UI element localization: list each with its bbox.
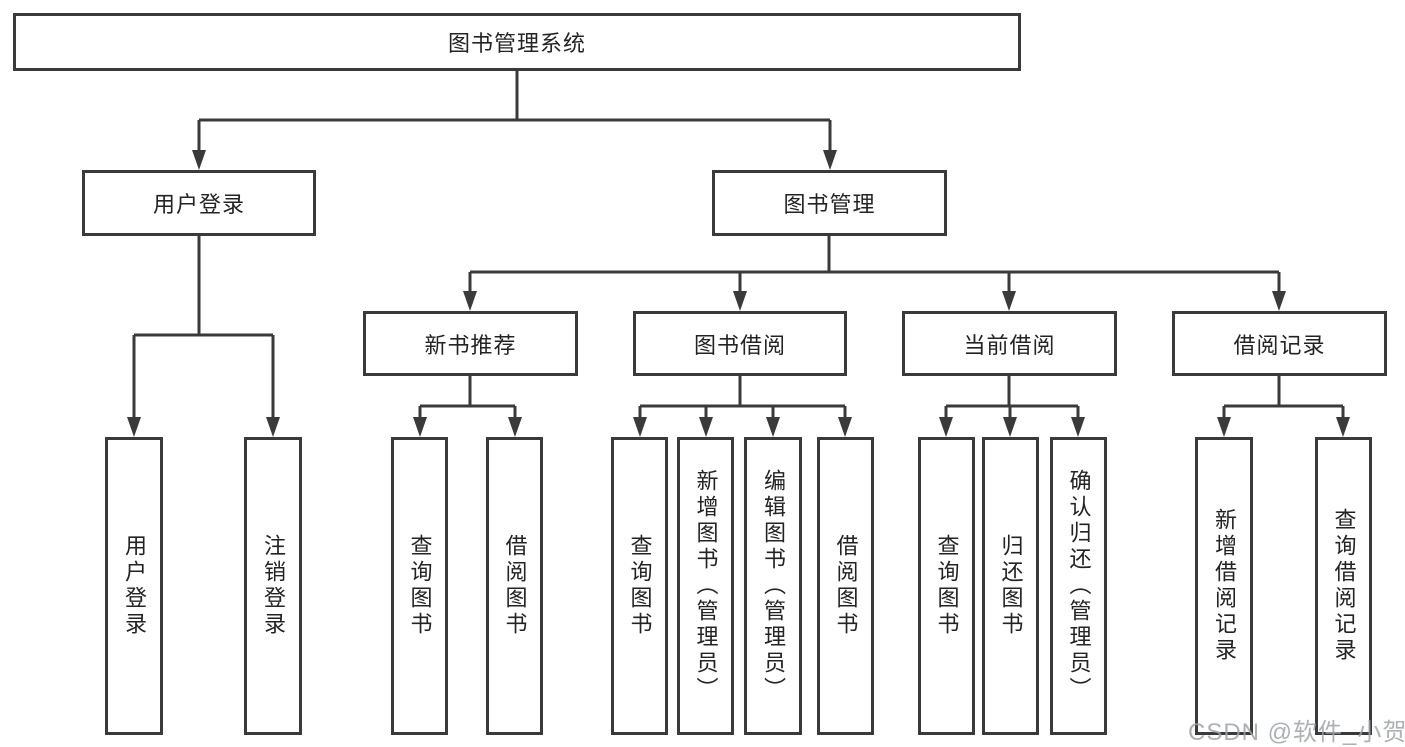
arrowhead-icon (699, 417, 713, 437)
arrowhead-icon (127, 417, 141, 437)
node-label: 确认归还（管理员） (1066, 469, 1092, 703)
connector-root-to-level2 (197, 71, 832, 152)
leaf-add-books-admin: 新增图书（管理员） (677, 437, 734, 735)
leaf-query-borrowing-record: 查询借阅记录 (1315, 437, 1372, 735)
arrowhead-icon (463, 291, 477, 311)
leaf-query-books-under-new-book-rec: 查询图书 (391, 437, 448, 735)
leaf-query-books-under-current-borrowing: 查询图书 (918, 437, 975, 735)
node-label: 图书管理系统 (447, 31, 586, 56)
arrowhead-icon (1002, 291, 1016, 311)
node-book-borrowing: 图书借阅 (633, 311, 847, 376)
connector-current-borrow-children (944, 376, 1080, 419)
node-label: 新书推荐 (424, 332, 517, 358)
leaf-add-borrowing-record: 新增借阅记录 (1195, 437, 1253, 735)
node-borrowing-records: 借阅记录 (1172, 311, 1387, 376)
node-label: 图书管理 (783, 192, 876, 217)
arrowhead-icon (766, 417, 780, 437)
node-label: 图书借阅 (693, 332, 786, 358)
connector-book-borrow-children (638, 376, 847, 419)
arrowhead-icon (266, 417, 280, 437)
arrowhead-icon (1336, 417, 1350, 437)
node-label: 借阅记录 (1233, 332, 1326, 358)
leaf-query-books-under-book-borrowing: 查询图书 (611, 437, 668, 735)
arrowhead-icon (733, 291, 747, 311)
node-library-management-system: 图书管理系统 (13, 13, 1021, 71)
node-label: 新增借阅记录 (1212, 508, 1237, 664)
connector-new-book-rec-children (418, 376, 517, 419)
arrowhead-icon (192, 150, 206, 170)
leaf-borrow-books-under-new-book-rec: 借阅图书 (486, 437, 543, 735)
node-label: 当前借阅 (963, 332, 1056, 358)
arrowhead-icon (633, 417, 647, 437)
csdn-watermark: CSDN @软件_小贺同学 (1188, 719, 1405, 746)
node-label: 用户登录 (122, 534, 147, 638)
node-new-book-recommendation: 新书推荐 (363, 311, 578, 376)
node-label: 查询图书 (627, 534, 653, 638)
connector-book-mgmt-children (468, 236, 1281, 293)
leaf-borrow-books-under-book-borrowing: 借阅图书 (817, 437, 874, 735)
arrowheads (127, 150, 1350, 437)
arrowhead-icon (939, 417, 953, 437)
leaf-confirm-return-admin: 确认归还（管理员） (1050, 437, 1107, 735)
node-current-borrowing: 当前借阅 (902, 311, 1117, 376)
node-label: 查询图书 (407, 534, 433, 638)
arrowhead-icon (1272, 291, 1286, 311)
arrowhead-icon (413, 417, 427, 437)
node-label: 借阅图书 (833, 534, 859, 638)
leaf-logout: 注销登录 (244, 437, 302, 735)
node-label: 用户登录 (152, 192, 245, 217)
node-label: 查询图书 (934, 534, 960, 638)
node-book-management: 图书管理 (712, 170, 947, 236)
leaf-return-books: 归还图书 (982, 437, 1039, 735)
node-label: 归还图书 (998, 534, 1024, 638)
node-user-login: 用户登录 (82, 170, 316, 236)
arrowhead-icon (1071, 417, 1085, 437)
node-label: 新增图书（管理员） (693, 469, 719, 703)
node-label: 查询借阅记录 (1331, 508, 1357, 664)
arrowhead-icon (838, 417, 852, 437)
leaf-user-login: 用户登录 (105, 437, 163, 735)
arrowhead-icon (508, 417, 522, 437)
node-label: 借阅图书 (502, 534, 528, 638)
leaf-edit-books-admin: 编辑图书（管理员） (744, 437, 802, 735)
arrowhead-icon (1217, 417, 1231, 437)
arrowhead-icon (1003, 417, 1017, 437)
connector-user-login-children (132, 236, 275, 419)
connector-borrow-records-children (1222, 376, 1345, 419)
node-label: 注销登录 (261, 534, 286, 638)
arrowhead-icon (823, 150, 837, 170)
node-label: 编辑图书（管理员） (761, 469, 786, 703)
